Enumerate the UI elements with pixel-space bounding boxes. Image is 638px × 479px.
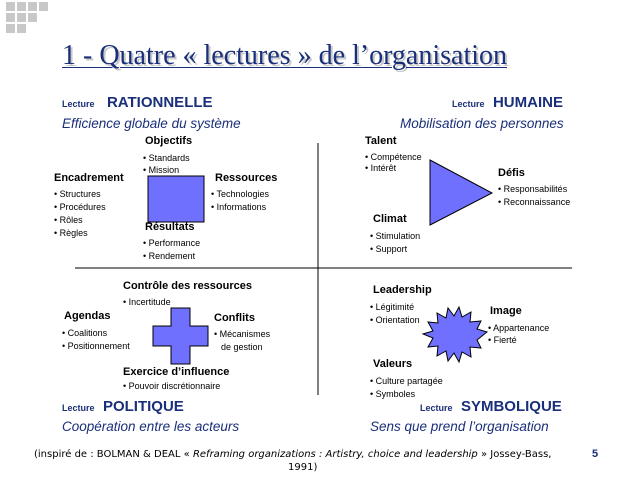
footer-year: 1991) [288,462,318,473]
politique-name: POLITIQUE [102,398,184,415]
leadership-item: • Orientation [370,315,420,325]
symbolique-label: Lecture SYMBOLIQUE [420,398,562,416]
leadership-item: • Légitimité [370,302,415,312]
image-item: • Fierté [488,335,517,345]
climat-item: • Stimulation [370,231,421,241]
rationnelle-square [147,175,205,223]
resultats-item: • Performance [143,238,201,248]
humaine-name: HUMAINE [492,94,563,111]
talent-item: • Intérêt [365,163,397,173]
objectifs-item: • Mission [143,165,180,175]
exercice-heading: Exercice d’influence [123,366,230,378]
objectifs-heading: Objectifs [145,135,193,147]
humaine-label: Lecture HUMAINE [452,94,563,112]
lecture-word: Lecture [452,99,485,109]
ressources-heading: Ressources [215,172,278,184]
politique-label: Lecture POLITIQUE [62,398,184,416]
humaine-subtitle: Mobilisation des personnes [400,116,564,131]
image-heading: Image [490,305,522,317]
climat-item: • Support [370,244,408,254]
conflits-item: de gestion [221,342,263,352]
valeurs-heading: Valeurs [373,358,413,370]
corner-decoration [6,2,48,33]
encadrement-heading: Encadrement [54,172,124,184]
valeurs-item: • Symboles [370,389,416,399]
climat-heading: Climat [373,213,407,225]
encadrement-item: • Règles [54,228,88,238]
exercice-item: • Pouvoir discrétionnaire [123,381,221,391]
resultats-heading: Résultats [145,221,195,233]
lecture-word: Lecture [62,403,95,413]
footer-prefix: (inspiré de : BOLMAN & DEAL « [34,449,190,460]
politique-subtitle: Coopération entre les acteurs [62,419,240,434]
symbolique-sun [421,305,489,364]
encadrement-item: • Procédures [54,202,106,212]
agendas-item: • Coalitions [62,328,108,338]
page-title: 1 - Quatre « lectures » de l’organisatio… [62,40,508,71]
controle-item: • Incertitude [123,297,171,307]
rationnelle-name: RATIONNELLE [106,94,213,111]
politique-cross [152,307,209,365]
talent-item: • Compétence [365,152,422,162]
symbolique-name: SYMBOLIQUE [460,398,562,415]
ressources-item: • Technologies [211,189,270,199]
defis-item: • Reconnaissance [498,197,571,207]
image-item: • Appartenance [488,323,550,333]
defis-item: • Responsabilités [498,184,568,194]
defis-heading: Défis [498,167,525,179]
lecture-word: Lecture [62,99,95,109]
encadrement-item: • Rôles [54,215,83,225]
ressources-item: • Informations [211,202,267,212]
valeurs-item: • Culture partagée [370,376,443,386]
controle-heading: Contrôle des ressources [123,280,252,292]
humaine-triangle [429,159,494,226]
conflits-item: • Mécanismes [214,329,271,339]
rationnelle-subtitle: Efficience globale du système [62,116,241,131]
agendas-item: • Positionnement [62,341,130,351]
page-title-shadow: 1 - Quatre « lectures » de l’organisatio… [64,42,510,73]
footer-suffix: » Jossey-Bass, [480,449,552,460]
footer-book: Reframing organizations : Artistry, choi… [192,449,478,460]
lecture-word: Lecture [420,403,453,413]
encadrement-item: • Structures [54,189,101,199]
conflits-heading: Conflits [214,312,255,324]
objectifs-item: • Standards [143,153,190,163]
footer-citation: (inspiré de : BOLMAN & DEAL « Reframing … [34,449,552,460]
symbolique-subtitle: Sens que prend l’organisation [370,419,549,434]
leadership-heading: Leadership [373,284,432,296]
rationnelle-label: Lecture RATIONNELLE [62,94,213,112]
page-number: 5 [592,448,599,460]
agendas-heading: Agendas [64,310,111,322]
resultats-item: • Rendement [143,251,196,261]
talent-heading: Talent [365,135,397,147]
